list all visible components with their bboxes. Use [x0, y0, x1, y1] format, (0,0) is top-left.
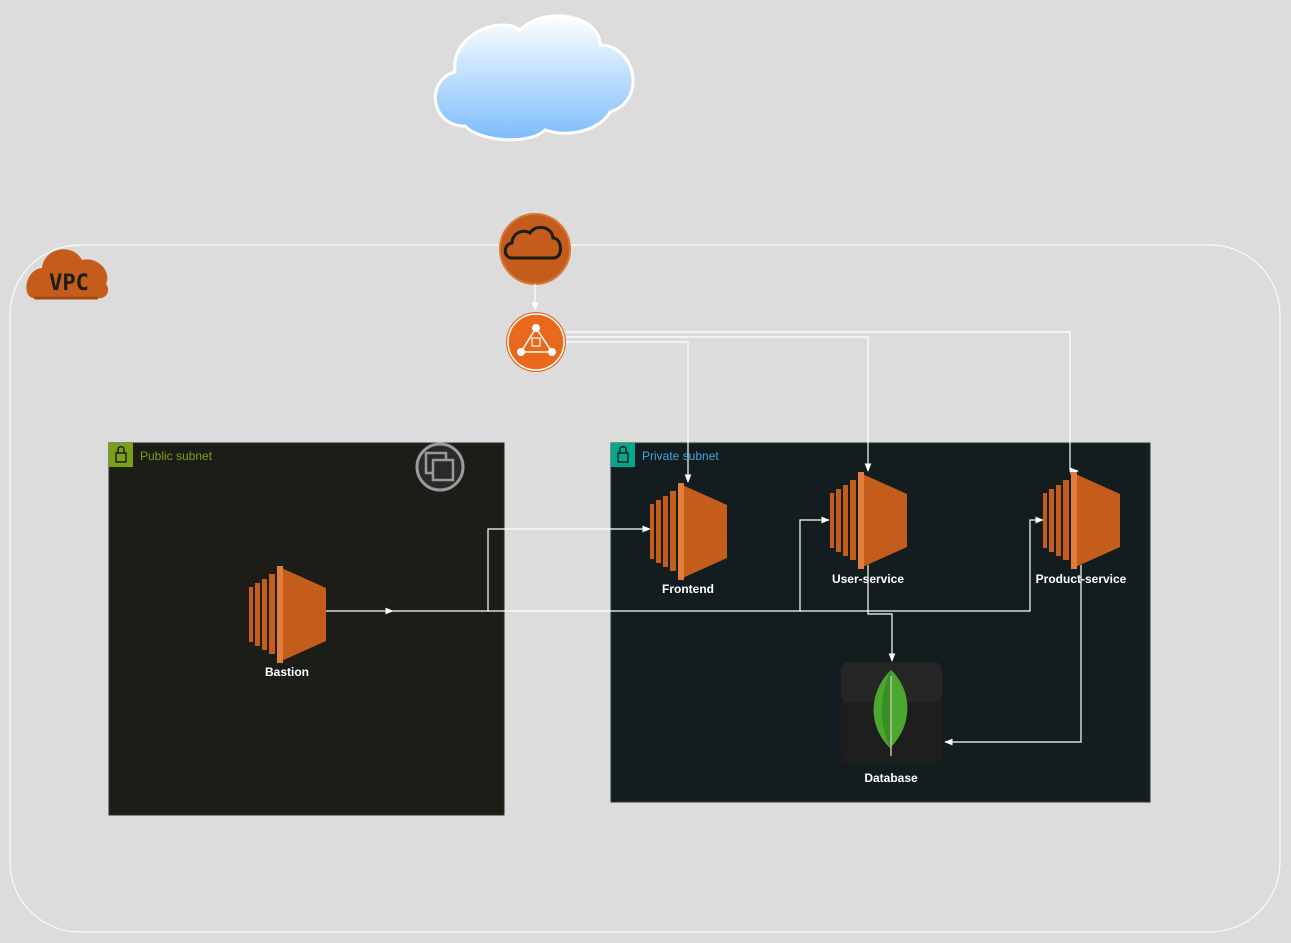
connectors	[326, 284, 1082, 746]
vpc-container	[9, 244, 1281, 933]
edge-lb-product	[566, 331, 1079, 475]
public-subnet-title: Public subnet	[140, 449, 213, 463]
product-service-label: Product-service	[1035, 572, 1127, 586]
edge-lb-frontend	[566, 341, 692, 483]
private-subnet-title: Private subnet	[642, 449, 719, 463]
database-label: Database	[864, 771, 918, 785]
load-balancer-icon	[506, 312, 566, 372]
edge-user-db	[867, 565, 896, 662]
database-mongodb-icon	[841, 662, 942, 764]
bastion-label: Bastion	[264, 665, 310, 679]
edge-bastion-frontend	[393, 525, 651, 612]
frontend-label: Frontend	[662, 582, 714, 596]
edge-lb-user	[566, 336, 872, 472]
auto-scaling-icon	[415, 442, 465, 492]
edge-product-db	[944, 565, 1082, 746]
user-service-label: User-service	[831, 572, 905, 586]
edge-bastion-user	[488, 516, 830, 612]
vpc-label: VPC	[49, 271, 89, 296]
internet-cloud-icon	[433, 14, 635, 142]
edge-bastion-product	[800, 516, 1044, 612]
vpc-icon	[26, 249, 109, 300]
internet-gateway-icon	[499, 213, 571, 285]
